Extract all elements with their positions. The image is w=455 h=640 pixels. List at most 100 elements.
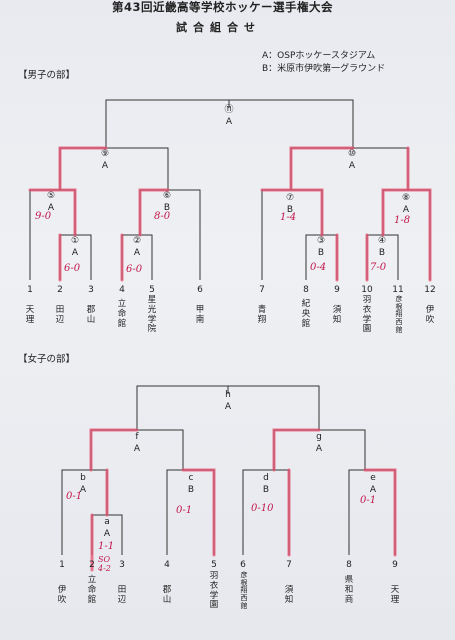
women-match-g-venue: A <box>315 444 323 454</box>
men-match-4-id: ④ <box>377 236 387 246</box>
women-match-d-id: d <box>263 473 269 483</box>
women-match-a-score: 1-1 <box>98 541 115 552</box>
men-team-number: 7 <box>259 285 265 295</box>
men-match-5-venue: A <box>47 203 55 213</box>
women-team-number: 2 <box>89 560 95 570</box>
men-match-8-id: ⑧ <box>401 193 411 203</box>
women-team-number: 1 <box>59 560 65 570</box>
women-match-b-score: 0-1 <box>66 491 83 502</box>
men-team-name: 青翔 <box>257 305 267 325</box>
women-team-name: 伊吹 <box>57 585 67 605</box>
women-match-g-id: g <box>316 432 322 442</box>
men-team-number: 12 <box>424 285 436 295</box>
men-team-name: 紀央館 <box>301 299 311 329</box>
men-match-11-venue: A <box>225 117 233 127</box>
men-team-number: 5 <box>149 285 155 295</box>
women-team-name: 羽衣学園 <box>209 571 219 611</box>
men-team-number: 3 <box>88 285 94 295</box>
men-match-3-venue: B <box>317 248 325 258</box>
women-team-name: 田辺 <box>117 585 127 605</box>
men-match-5-id: ⑤ <box>46 191 56 201</box>
men-match-6-score: 8-0 <box>154 211 171 222</box>
men-match-8-venue: A <box>402 205 410 215</box>
men-match-6-venue: B <box>163 203 171 213</box>
women-team-number: 7 <box>286 560 292 570</box>
women-match-f-venue: A <box>133 444 141 454</box>
women-match-h-id: h <box>225 390 231 400</box>
men-team-number: 8 <box>303 285 309 295</box>
men-match-5-score: 9-0 <box>35 211 52 222</box>
women-team-name: 須知 <box>284 585 294 605</box>
men-team-number: 10 <box>361 285 373 295</box>
women-team-name: 彦根翔西館 <box>240 571 248 610</box>
men-team-name: 田辺 <box>55 305 65 325</box>
men-team-name: 甲南 <box>195 305 205 325</box>
men-team-number: 11 <box>392 285 404 295</box>
women-match-b-id: b <box>80 473 86 483</box>
women-match-a-shootout: SO 4-2 <box>98 555 111 573</box>
women-team-name: 郡山 <box>162 585 172 605</box>
women-match-d-venue: B <box>262 485 270 495</box>
men-team-number: 4 <box>119 285 125 295</box>
women-team-name: 県和商 <box>344 575 354 605</box>
men-team-name: 羽衣学園 <box>362 295 372 335</box>
women-team-number: 4 <box>164 560 170 570</box>
men-match-4-venue: B <box>378 248 386 258</box>
men-team-number: 6 <box>197 285 203 295</box>
women-team-number: 6 <box>240 560 246 570</box>
men-team-name: 須知 <box>332 305 342 325</box>
men-match-10-id: ⑩ <box>347 149 357 159</box>
women-match-a-id: a <box>104 517 110 527</box>
women-team-number: 5 <box>211 560 217 570</box>
women-team-name: 立命館 <box>87 575 97 605</box>
women-match-f-id: f <box>135 432 139 442</box>
men-match-9-venue: A <box>101 161 109 171</box>
women-team-name: 天理 <box>390 585 400 605</box>
women-match-h-venue: A <box>224 402 232 412</box>
men-match-1-id: ① <box>70 236 80 246</box>
men-match-2-venue: A <box>133 248 141 258</box>
men-section-label: 【男子の部】 <box>18 70 76 81</box>
men-team-number: 2 <box>57 285 63 295</box>
venue-a-legend: A：OSPホッケースタジアム <box>262 51 376 61</box>
men-match-7-venue: B <box>286 205 294 215</box>
venue-b-legend: B：米原市伊吹第一グラウンド <box>262 64 386 74</box>
men-team-name: 郡山 <box>86 305 96 325</box>
men-match-1-score: 6-0 <box>64 263 81 274</box>
women-section-label: 【女子の部】 <box>18 354 76 365</box>
women-match-e-venue: A <box>369 485 377 495</box>
women-match-d-score: 0-10 <box>251 503 274 514</box>
men-team-name: 伊吹 <box>425 305 435 325</box>
women-match-e-id: e <box>370 473 376 483</box>
men-match-9-id: ⑨ <box>100 149 110 159</box>
men-match-8-score: 1-8 <box>394 215 411 226</box>
men-match-1-venue: A <box>71 248 79 258</box>
men-team-name: 天理 <box>25 305 35 325</box>
page-subtitle: 試合組合せ <box>176 21 261 34</box>
men-match-2-id: ② <box>132 236 142 246</box>
women-team-number: 9 <box>392 560 398 570</box>
men-team-name: 彦根翔西館 <box>395 295 403 334</box>
women-match-c-score: 0-1 <box>176 505 193 516</box>
men-match-7-id: ⑦ <box>285 193 295 203</box>
women-match-b-venue: A <box>79 485 87 495</box>
men-team-number: 1 <box>27 285 33 295</box>
women-match-a-venue: A <box>103 529 111 539</box>
men-match-10-venue: A <box>348 161 356 171</box>
men-match-6-id: ⑥ <box>162 191 172 201</box>
men-match-3-score: 0-4 <box>310 262 327 273</box>
men-match-11-id: ⑪ <box>224 105 234 115</box>
men-team-name: 立命館 <box>117 299 127 329</box>
women-team-number: 8 <box>346 560 352 570</box>
tournament-title: 第43回近畿高等学校ホッケー選手権大会 <box>112 0 334 14</box>
men-team-name: 星光学院 <box>147 295 157 335</box>
men-match-4-score: 7-0 <box>370 262 387 273</box>
men-match-2-score: 6-0 <box>126 264 143 275</box>
women-match-c-id: c <box>188 473 194 483</box>
women-team-number: 3 <box>119 560 125 570</box>
women-match-c-venue: B <box>187 485 195 495</box>
women-match-e-score: 0-1 <box>360 495 377 506</box>
men-match-3-id: ③ <box>316 236 326 246</box>
